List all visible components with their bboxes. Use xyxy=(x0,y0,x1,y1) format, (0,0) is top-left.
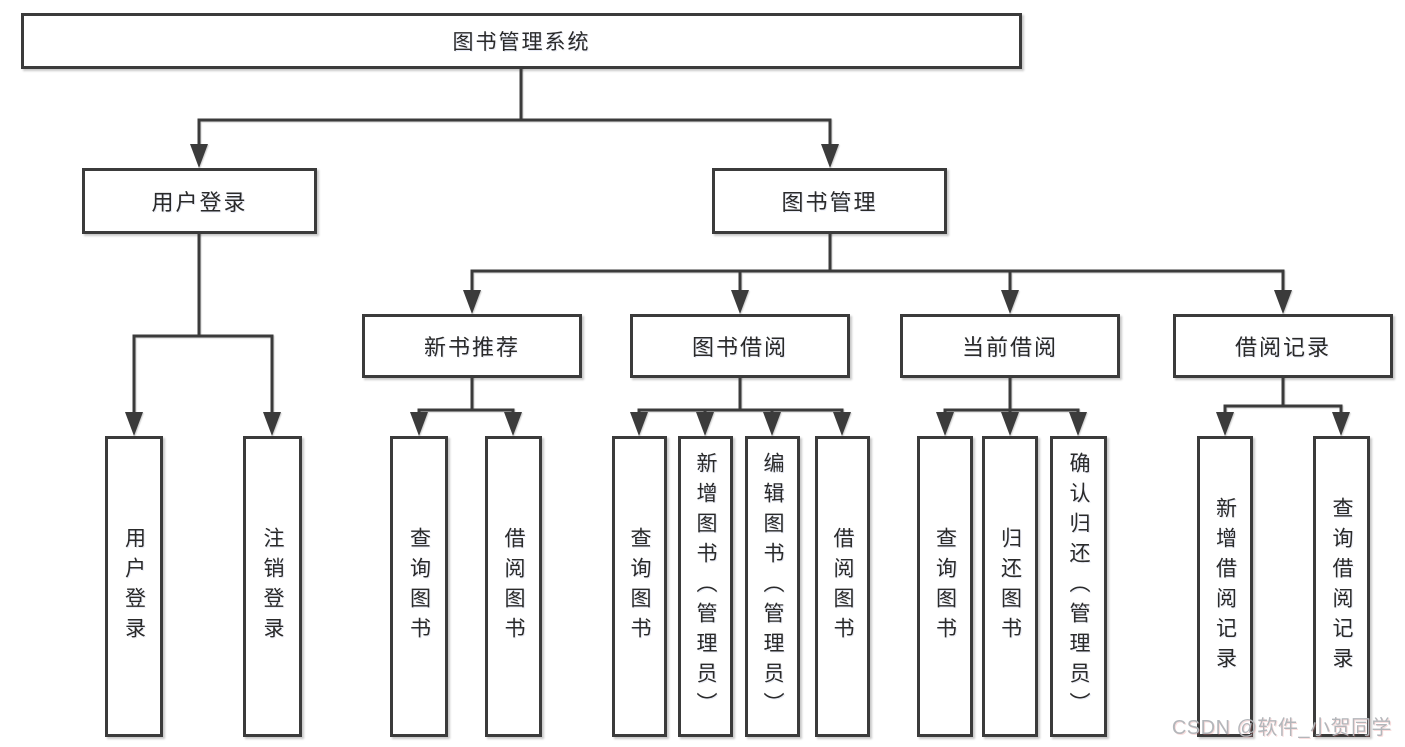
node-user-login: 用户登录 xyxy=(82,168,317,234)
arrow-down-icon xyxy=(763,412,781,436)
leaf-label: 新增借阅记录 xyxy=(1213,496,1237,677)
connector-line xyxy=(943,376,1080,416)
leaf-current-return-books: 归还图书 xyxy=(982,436,1038,737)
connector-book-borrow-to-leaves xyxy=(630,376,851,436)
leaf-label: 确认归还（管理员） xyxy=(1067,451,1090,722)
leaf-current-query-books: 查询图书 xyxy=(917,436,973,737)
arrow-down-icon xyxy=(1001,290,1019,314)
leaf-label: 用户登录 xyxy=(122,526,146,647)
leaf-borrow-edit-books-admin: 编辑图书（管理员） xyxy=(745,436,800,737)
leaf-label: 编辑图书（管理员） xyxy=(761,451,784,722)
node-label: 图书管理 xyxy=(781,190,878,215)
node-label: 图书借阅 xyxy=(691,335,788,360)
connector-line xyxy=(417,376,515,416)
node-label: 用户登录 xyxy=(151,190,248,215)
leaf-borrow-add-books-admin: 新增图书（管理员） xyxy=(678,436,733,737)
arrow-down-icon xyxy=(1001,412,1019,436)
connector-borrow-records-to-leaves xyxy=(1216,376,1350,436)
leaf-label: 借阅图书 xyxy=(831,526,854,647)
arrow-down-icon xyxy=(1069,412,1087,436)
arrow-down-icon xyxy=(1216,412,1234,436)
connector-current-borrow-to-leaves xyxy=(936,376,1087,436)
leaf-label: 借阅图书 xyxy=(502,526,525,647)
arrow-down-icon xyxy=(410,412,428,436)
arrow-down-icon xyxy=(833,412,851,436)
leaf-user-login: 用户登录 xyxy=(105,436,163,737)
node-label: 当前借阅 xyxy=(961,335,1058,360)
arrow-down-icon xyxy=(263,412,281,436)
arrow-down-icon xyxy=(696,412,714,436)
connector-line xyxy=(470,232,1285,293)
leaf-logout-login: 注销登录 xyxy=(243,436,302,737)
arrow-down-icon xyxy=(630,412,648,436)
connector-user-login-to-leaves xyxy=(125,232,281,436)
node-root-library-management-system: 图书管理系统 xyxy=(21,13,1022,69)
leaf-records-query-borrow-record: 查询借阅记录 xyxy=(1313,436,1370,737)
arrow-down-icon xyxy=(821,144,839,168)
leaf-label: 新增图书（管理员） xyxy=(694,451,717,722)
arrow-down-icon xyxy=(125,412,143,436)
leaf-label: 归还图书 xyxy=(998,526,1022,647)
connector-new-book-recommend-to-leaves xyxy=(410,376,522,436)
connector-line xyxy=(132,232,274,415)
node-book-borrow: 图书借阅 xyxy=(630,314,850,378)
arrow-down-icon xyxy=(190,144,208,168)
connector-line xyxy=(637,376,844,416)
node-label: 图书管理系统 xyxy=(452,31,591,54)
leaf-label: 注销登录 xyxy=(261,526,284,647)
connector-book-management-to-level3 xyxy=(463,232,1292,314)
leaf-label: 查询图书 xyxy=(628,526,651,647)
node-new-book-recommend: 新书推荐 xyxy=(362,314,582,378)
arrow-down-icon xyxy=(504,412,522,436)
leaf-label: 查询图书 xyxy=(407,526,431,647)
arrow-down-icon xyxy=(1274,290,1292,314)
leaf-records-add-borrow-record: 新增借阅记录 xyxy=(1197,436,1253,737)
connector-line xyxy=(1223,376,1343,416)
arrow-down-icon xyxy=(463,290,481,314)
node-label: 借阅记录 xyxy=(1234,335,1331,360)
arrow-down-icon xyxy=(731,290,749,314)
node-book-management: 图书管理 xyxy=(712,168,947,234)
node-current-borrow: 当前借阅 xyxy=(900,314,1120,378)
leaf-borrow-query-books: 查询图书 xyxy=(612,436,667,737)
arrow-down-icon xyxy=(936,412,954,436)
connector-root-to-level2 xyxy=(190,67,839,168)
node-label: 新书推荐 xyxy=(423,335,520,360)
connector-line xyxy=(197,67,832,147)
leaf-label: 查询图书 xyxy=(933,526,957,647)
leaf-recommend-query-books: 查询图书 xyxy=(390,436,448,737)
leaf-label: 查询借阅记录 xyxy=(1330,496,1353,677)
node-borrow-records: 借阅记录 xyxy=(1173,314,1393,378)
leaf-recommend-borrow-books: 借阅图书 xyxy=(485,436,542,737)
watermark: CSDN @软件_小贺同学 xyxy=(1171,717,1392,739)
leaf-current-confirm-return-admin: 确认归还（管理员） xyxy=(1050,436,1107,737)
leaf-borrow-borrow-books: 借阅图书 xyxy=(815,436,870,737)
arrow-down-icon xyxy=(1332,412,1350,436)
